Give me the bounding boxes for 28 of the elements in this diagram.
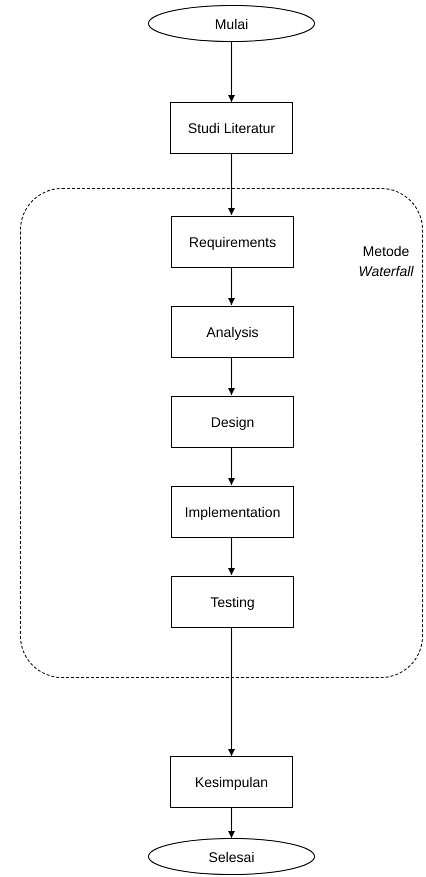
process-box <box>171 396 294 448</box>
arrow <box>228 627 235 756</box>
terminal-ellipse <box>148 838 315 875</box>
node-label: Studi Literatur <box>188 120 276 136</box>
group-label: Metode Waterfall <box>358 242 415 281</box>
node-label: Mulai <box>214 16 248 32</box>
arrow <box>228 808 235 838</box>
node-label: Kesimpulan <box>194 774 268 790</box>
node-label: Analysis <box>206 324 259 340</box>
dashed-group <box>20 188 423 678</box>
arrow <box>228 447 235 485</box>
arrow <box>228 154 235 215</box>
process-box <box>171 306 294 358</box>
arrow <box>228 357 235 395</box>
node-label: Selesai <box>208 848 254 864</box>
process-box <box>171 216 294 268</box>
node-label: Requirements <box>188 234 276 250</box>
terminal-ellipse <box>148 5 315 42</box>
arrow <box>228 267 235 305</box>
arrow <box>228 537 235 575</box>
process-box <box>171 486 294 538</box>
process-box <box>170 756 293 808</box>
node-label: Design <box>210 414 254 430</box>
node-label: Implementation <box>184 504 280 520</box>
node-label: Testing <box>210 594 255 610</box>
process-box <box>171 576 294 628</box>
process-box <box>170 102 293 154</box>
arrow <box>228 42 235 102</box>
